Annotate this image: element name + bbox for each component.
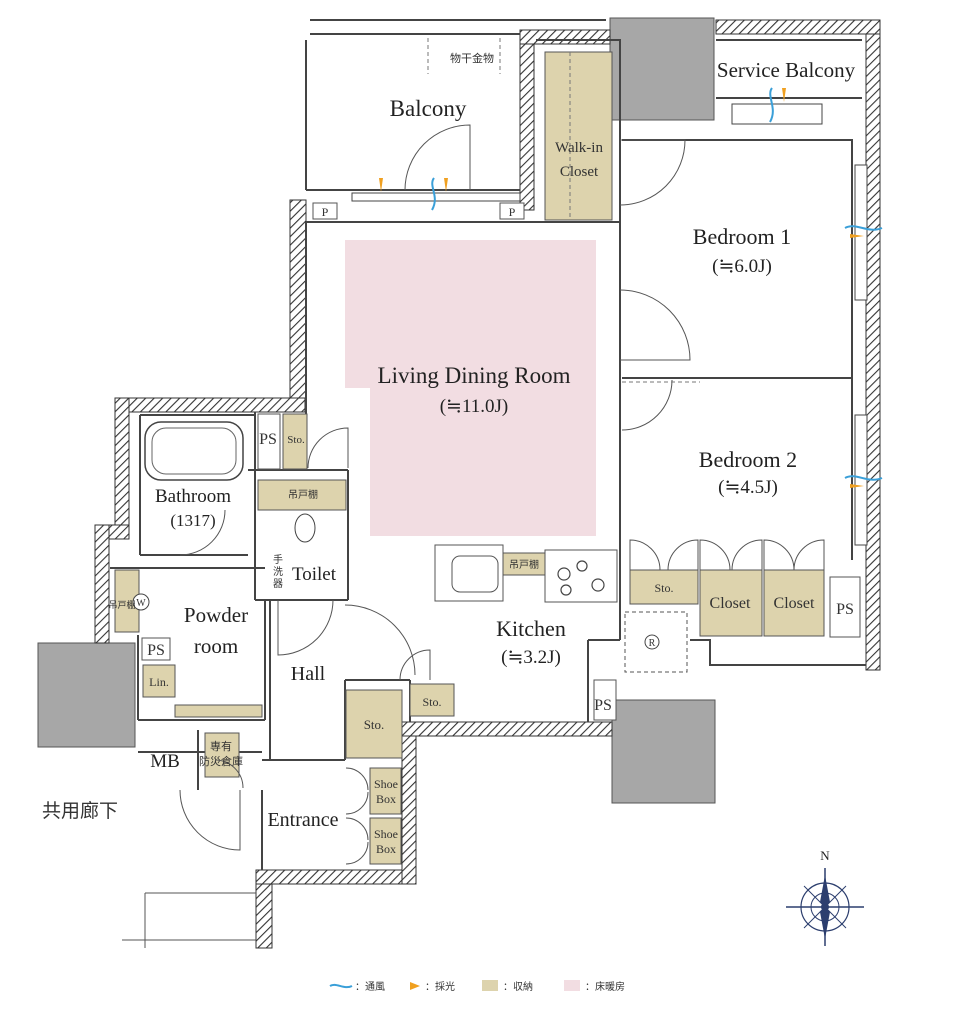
label-shoe-2b: Box <box>376 842 396 856</box>
label-mb: MB <box>150 751 180 772</box>
legend-light-label: ：採光 <box>425 980 455 993</box>
label-hanging-2: 吊戸棚 <box>509 558 539 571</box>
label-p-left: P <box>322 205 329 219</box>
label-ldk: Living Dining Room <box>378 363 571 388</box>
stove <box>557 560 605 596</box>
floor-heating-area <box>345 240 596 536</box>
shaft-left <box>37 642 136 748</box>
label-shoe-2a: Shoe <box>374 827 398 841</box>
label-r: R <box>649 638 656 649</box>
label-sto-4: Sto. <box>422 695 441 709</box>
label-disaster-1: 専有 <box>210 739 232 753</box>
label-walkin-2: Closet <box>560 164 599 180</box>
markers <box>379 87 883 488</box>
label-ldk-size: (≒11.0J) <box>440 396 509 417</box>
label-sto-1: Sto. <box>287 434 305 446</box>
label-powder-2: room <box>194 634 238 658</box>
label-sto-2: Sto. <box>654 581 673 595</box>
label-entrance: Entrance <box>267 809 338 831</box>
label-ps-4: PS <box>594 697 612 714</box>
label-powder-1: Powder <box>184 603 248 627</box>
label-sto-3: Sto. <box>364 717 385 732</box>
windows <box>351 103 868 546</box>
washer <box>132 593 150 611</box>
label-service-balcony: Service Balcony <box>717 58 856 82</box>
shaft-bottom <box>611 699 716 804</box>
kitchen-sink <box>451 555 499 593</box>
label-lin: Lin. <box>149 675 169 689</box>
label-bedroom1: Bedroom 1 <box>693 224 791 249</box>
legend-storage-swatch <box>482 980 498 991</box>
interior-walls <box>110 19 866 870</box>
legend-wind-label: ：通風 <box>355 981 385 993</box>
label-ps-1: PS <box>259 431 277 448</box>
doors <box>179 124 825 865</box>
label-p-right: P <box>509 205 516 219</box>
label-bathroom: Bathroom <box>155 486 231 507</box>
toilet-bowl <box>294 513 316 543</box>
label-bathroom-size: (1317) <box>170 511 215 530</box>
label-closet-1: Closet <box>710 595 751 612</box>
shaft-top <box>609 17 715 121</box>
label-hanging-3: 吊戸棚 <box>108 599 135 611</box>
label-shoe-1a: Shoe <box>374 777 398 791</box>
storage-blocks <box>114 51 825 865</box>
legend-wind-icon <box>329 983 353 989</box>
label-drying: 物干金物 <box>450 51 494 65</box>
label-bedroom2-size: (≒4.5J) <box>718 477 778 498</box>
label-shoe-1b: Box <box>376 792 396 806</box>
legend-heating-label: ：床暖房 <box>585 980 625 993</box>
label-w: W <box>136 598 146 609</box>
label-hanging-1: 吊戸棚 <box>288 488 318 501</box>
label-bedroom1-size: (≒6.0J) <box>712 256 772 277</box>
legend-storage-label: ：収納 <box>503 980 533 993</box>
label-walkin-1: Walk-in <box>555 140 603 156</box>
compass-n: N <box>820 848 830 863</box>
label-bedroom2: Bedroom 2 <box>699 447 797 472</box>
legend-heating-swatch <box>564 980 580 991</box>
label-disaster-2: 防災倉庫 <box>199 754 243 768</box>
label-handwash-3: 器 <box>273 578 283 590</box>
label-balcony: Balcony <box>390 96 467 121</box>
dashed-lines <box>427 38 700 383</box>
legend: ：通風 ：採光 ：収納 ：床暖房 <box>329 980 625 993</box>
label-closet-2: Closet <box>774 595 815 612</box>
exterior-walls <box>94 19 881 949</box>
label-hall: Hall <box>291 663 326 685</box>
legend-light-icon <box>410 982 420 990</box>
label-handwash-1: 手 <box>273 553 283 566</box>
label-handwash-2: 洗 <box>273 566 283 578</box>
label-kitchen-size: (≒3.2J) <box>501 647 561 668</box>
bathtub <box>144 421 244 481</box>
entrance-steps <box>122 892 256 948</box>
label-kitchen: Kitchen <box>496 616 566 641</box>
compass <box>786 868 864 946</box>
label-corridor: 共用廊下 <box>42 800 118 822</box>
label-ps-2: PS <box>836 601 854 618</box>
label-ps-3: PS <box>147 642 165 659</box>
label-toilet: Toilet <box>292 564 337 585</box>
